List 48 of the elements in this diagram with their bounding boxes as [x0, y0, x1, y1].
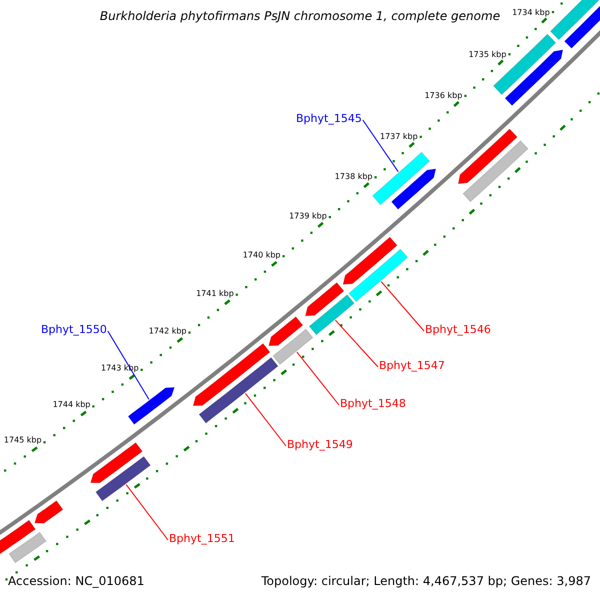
gene-label: Bphyt_1548: [340, 397, 406, 410]
gene-segment: [493, 34, 556, 96]
gene-block: [34, 500, 64, 524]
gene-segment: [550, 0, 600, 40]
scale-label: 1741 kbp: [196, 288, 234, 298]
scale-label: 1736 kbp: [424, 91, 462, 100]
gene-block: [458, 128, 518, 184]
gene-segment: [372, 152, 430, 206]
gene-label: Bphyt_1547: [379, 359, 445, 372]
gene-block: [504, 50, 564, 106]
gene-label: Bphyt_1549: [287, 438, 353, 451]
gene-label: Bphyt_1545: [296, 112, 362, 125]
gene-label: Bphyt_1546: [425, 323, 491, 336]
gene-label: Bphyt_1551: [169, 532, 235, 545]
gene-block: [268, 316, 304, 346]
scale-label: 1745 kbp: [4, 436, 42, 445]
leader-line: [296, 352, 340, 406]
gene-segment: [272, 328, 314, 365]
gene-segment: [198, 357, 278, 424]
gene-segment: [462, 140, 529, 202]
gene-label: Bphyt_1550: [41, 323, 107, 336]
gene-block: [342, 236, 398, 285]
title: Burkholderia phytofirmans PsJN chromosome 1, complete genome: [100, 9, 500, 23]
gene-block: [305, 282, 344, 316]
gene-segment: [95, 456, 151, 502]
gene-block: [192, 343, 270, 406]
scale-label: 1742 kbp: [148, 326, 186, 336]
scale-label: 1744 kbp: [52, 400, 90, 409]
scale-label: 1737 kbp: [380, 132, 418, 141]
scale-label: 1738 kbp: [334, 172, 372, 182]
leader-line: [107, 330, 150, 400]
leader-line: [126, 484, 168, 540]
accession-text: Accession: NC_010681: [8, 574, 144, 588]
leader-line: [334, 320, 378, 368]
genome-summary-text: Topology: circular; Length: 4,467,537 bp; Genes: 3,987: [261, 574, 591, 588]
scale-label: 1734 kbp: [512, 8, 550, 17]
gene-segment: [0, 520, 36, 556]
leader-line: [380, 281, 424, 332]
scale-label: 1740 kbp: [242, 250, 280, 260]
gene-segment: [8, 532, 47, 564]
scale-label: 1735 kbp: [468, 50, 506, 59]
gene-block: [90, 442, 143, 484]
gene-block: [128, 387, 175, 425]
leader-line: [244, 392, 286, 446]
gene-segment: [308, 294, 355, 336]
gene-segment: [348, 248, 408, 302]
scale-label: 1739 kbp: [289, 212, 327, 221]
gene-block: [391, 168, 436, 210]
